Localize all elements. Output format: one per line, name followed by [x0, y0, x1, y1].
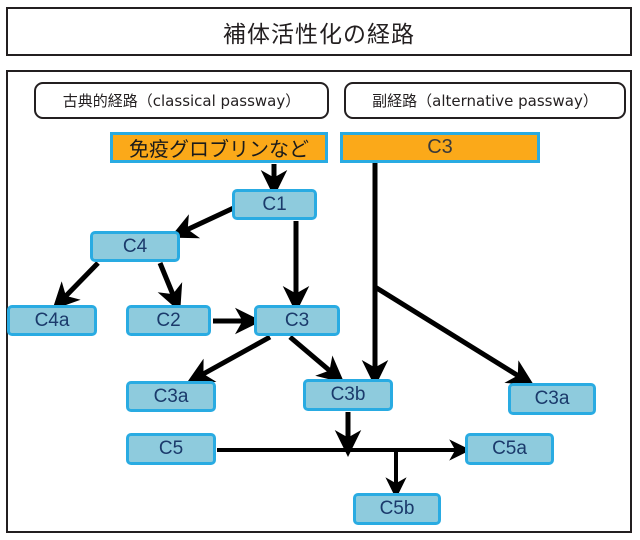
node-c3-classical[interactable]: C3 [254, 305, 340, 336]
pathway-header-alternative: 副経路（alternative passway） [344, 82, 626, 119]
node-c1[interactable]: C1 [232, 189, 317, 220]
pathway-header-classical: 古典的経路（classical passway） [34, 82, 329, 119]
node-c4a[interactable]: C4a [7, 305, 97, 336]
node-c5a[interactable]: C5a [465, 433, 554, 465]
node-c3b[interactable]: C3b [303, 379, 393, 411]
node-c5b[interactable]: C5b [353, 493, 441, 525]
node-immunoglobulin[interactable]: 免疫グロブリンなど [110, 132, 328, 163]
node-c2[interactable]: C2 [126, 305, 211, 336]
node-c3-alternative[interactable]: C3 [340, 132, 540, 163]
page-title: 補体活性化の経路 [223, 21, 415, 48]
node-c4[interactable]: C4 [90, 231, 180, 262]
node-c3a-classical[interactable]: C3a [126, 381, 216, 412]
title-frame: 補体活性化の経路 [6, 7, 632, 56]
node-c5[interactable]: C5 [126, 433, 216, 465]
node-c3a-alternative[interactable]: C3a [508, 383, 596, 415]
